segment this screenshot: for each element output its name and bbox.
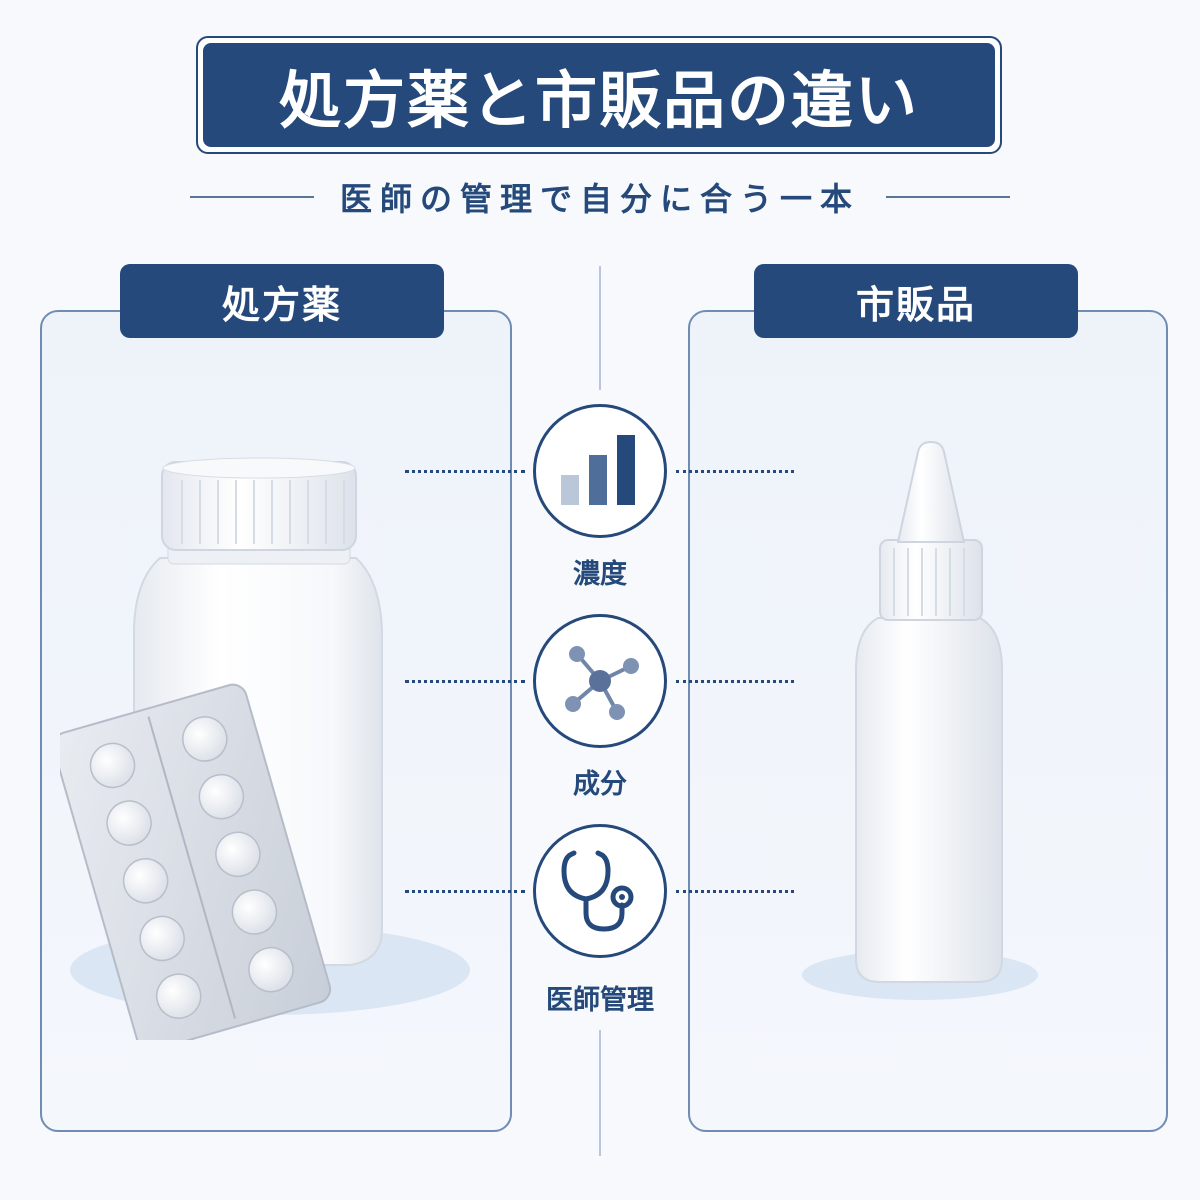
molecule-icon xyxy=(565,646,639,720)
subtitle-text: 医師の管理で自分に合う一本 xyxy=(340,180,861,218)
subtitle-row: 医師の管理で自分に合う一本 xyxy=(190,172,1011,222)
subtitle-line-right xyxy=(886,196,1011,198)
feature-circle-doctor xyxy=(533,824,667,958)
prescription-label: 処方薬 xyxy=(120,264,444,338)
center-divider-top xyxy=(599,266,601,390)
connector-left-2 xyxy=(405,680,525,683)
center-divider-bottom xyxy=(599,1030,601,1156)
title-banner: 処方薬と市販品の違い xyxy=(196,36,1002,154)
otc-bottle-illustration xyxy=(802,440,1038,1000)
connector-right-2 xyxy=(676,680,794,683)
feature-label-concentration: 濃度 xyxy=(573,559,627,590)
subtitle-line-left xyxy=(190,196,314,198)
bar-chart-icon xyxy=(561,435,635,505)
page-title: 処方薬と市販品の違い xyxy=(203,43,995,147)
connector-right-1 xyxy=(676,470,794,473)
connector-left-3 xyxy=(405,890,525,893)
feature-label-doctor: 医師管理 xyxy=(546,985,654,1016)
feature-label-ingredients: 成分 xyxy=(573,769,627,800)
feature-circle-ingredients xyxy=(533,614,667,748)
otc-label: 市販品 xyxy=(754,264,1078,338)
prescription-bottle-illustration xyxy=(60,457,470,1040)
feature-circle-concentration xyxy=(533,404,667,538)
connector-left-1 xyxy=(405,470,525,473)
connector-right-3 xyxy=(676,890,794,893)
stethoscope-icon xyxy=(561,850,634,932)
